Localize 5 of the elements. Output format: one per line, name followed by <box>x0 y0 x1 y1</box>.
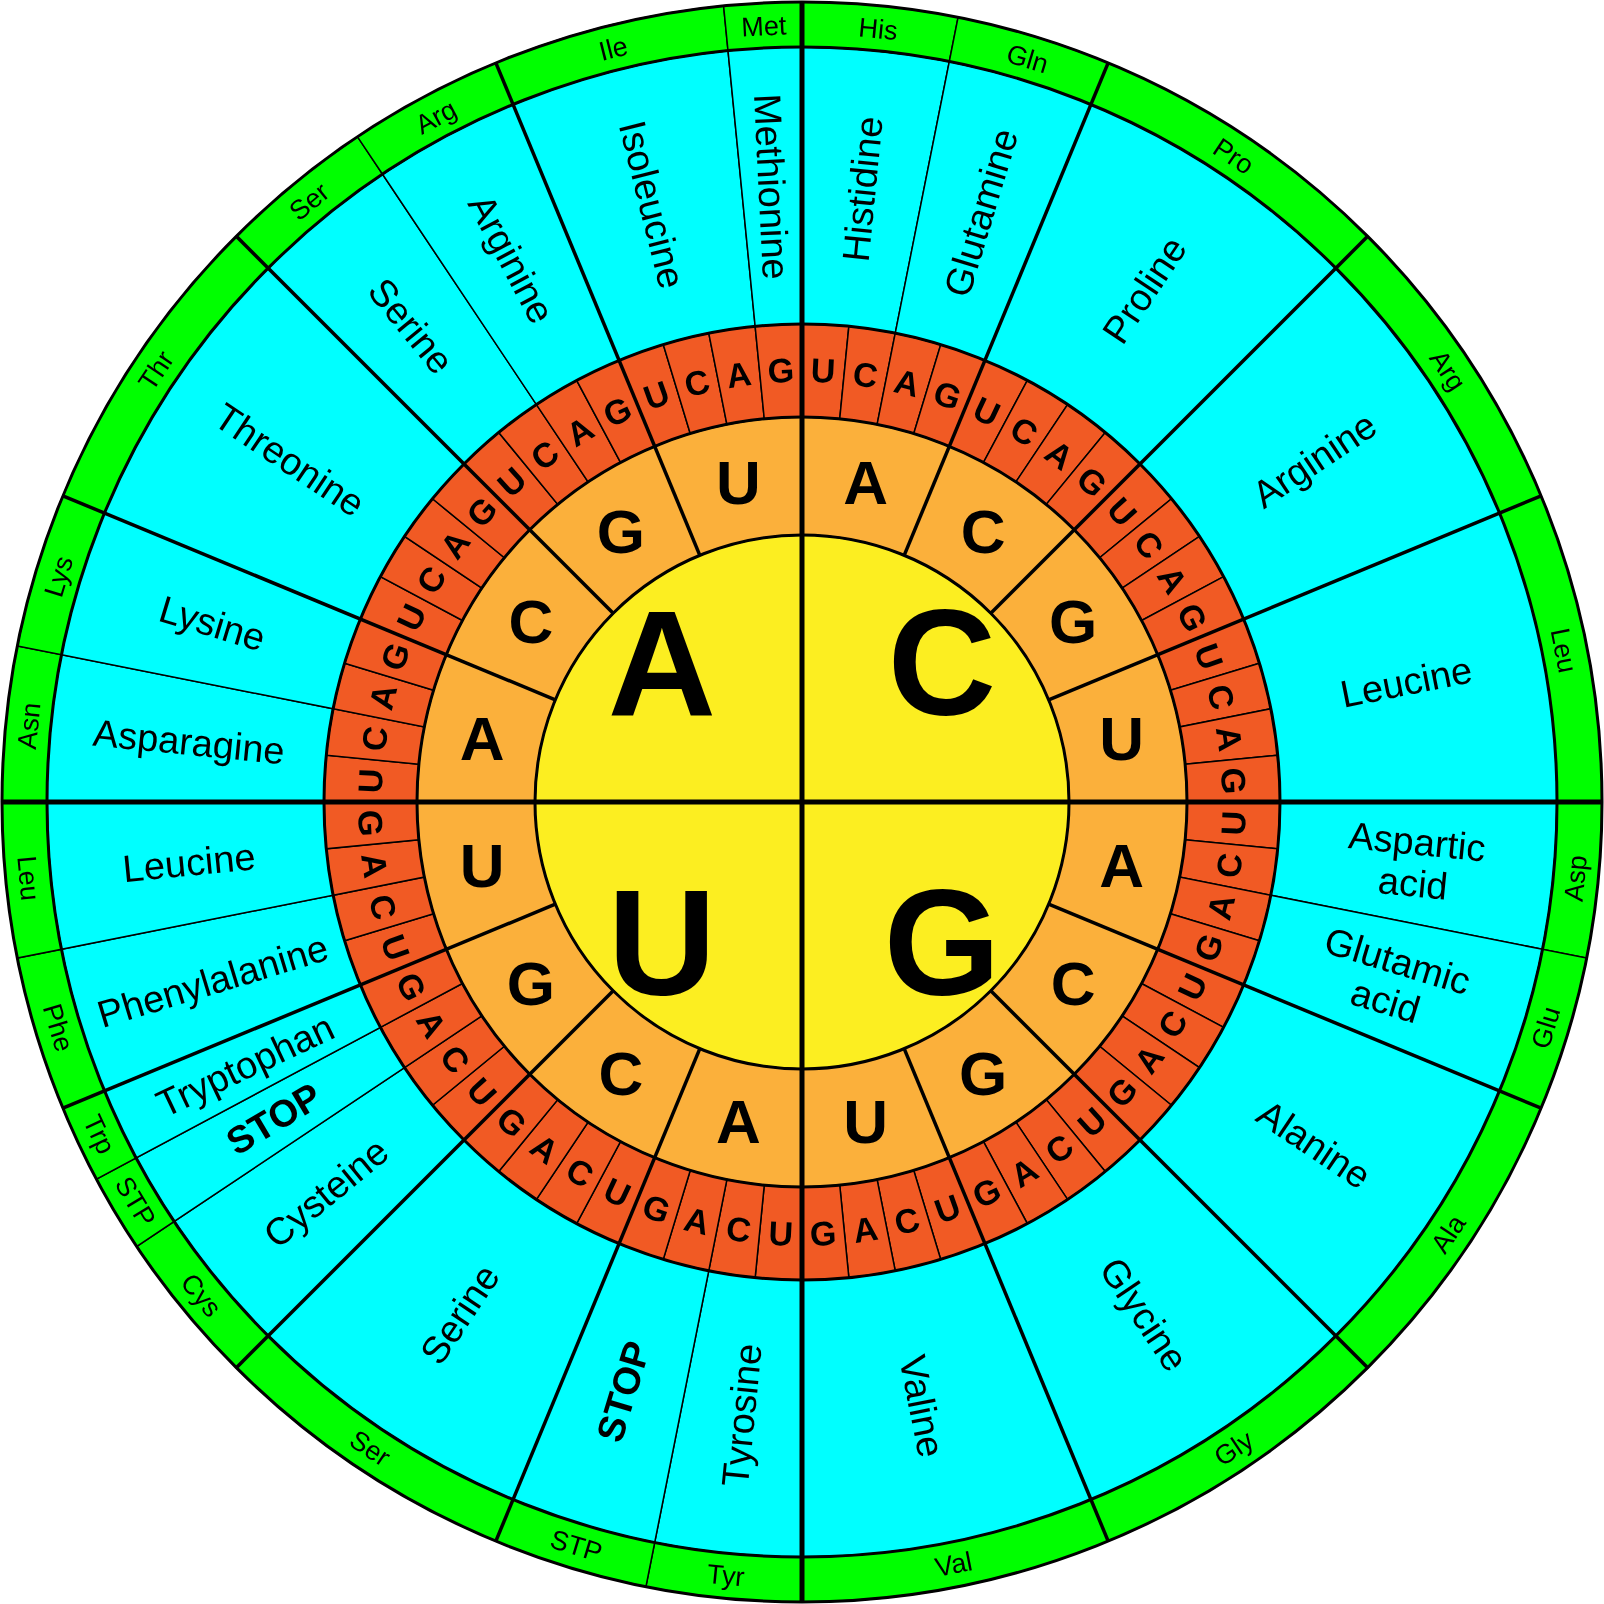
abbreviation-sector: Tyr <box>645 1541 803 1603</box>
amino-acid-sector: Tyrosine <box>653 1270 803 1558</box>
abbreviation-sector: Asn <box>1 645 63 803</box>
abbreviation-sector: Arg <box>356 62 514 175</box>
amino-acid-sector: Methionine <box>727 46 803 328</box>
